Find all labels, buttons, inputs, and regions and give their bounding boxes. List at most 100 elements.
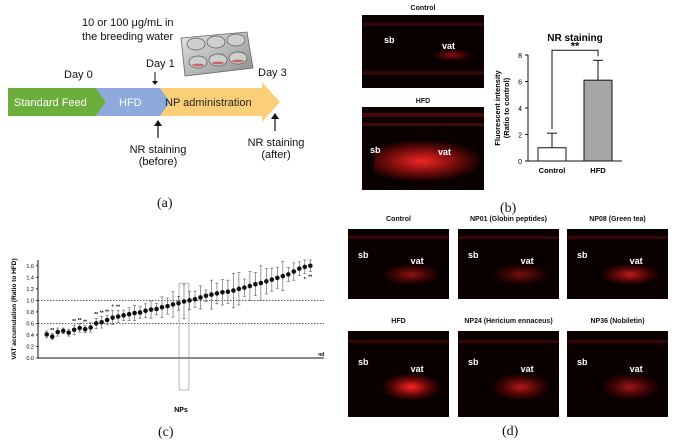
data-point [247,283,253,289]
label-vat: vat [520,363,534,374]
data-point [55,329,61,335]
data-point [253,281,258,287]
data-point [302,264,308,270]
image-control-title: Control [410,5,436,12]
data-point [137,310,143,315]
y-tick-label: 4 [518,106,522,113]
label-sb: sb [384,35,395,45]
panel-b-letter: (b) [500,201,517,216]
y-tick-label: 1.2 [26,287,34,293]
day1-label: Day 1 [146,58,175,70]
label-sb: sb [577,250,588,260]
nr-before-label: NR staining(before) [129,144,187,168]
nd-label: nd [318,352,324,358]
label-vat: vat [410,363,424,374]
significance-marker: * [304,277,306,283]
dose-note: 10 or 100 μg/mL in the breeding water [82,17,174,43]
data-point [220,289,225,295]
label-vat: vat [438,147,452,157]
data-point [307,263,313,269]
data-point [126,311,132,317]
data-point [71,327,77,333]
day0-label: Day 0 [64,69,93,81]
significance-marker: ** [50,328,54,334]
bar-hfd [583,79,613,162]
data-point [269,277,275,282]
significance-marker: ** [78,318,82,324]
image-np08: NP08 (Green tea) sb vat [567,216,668,299]
data-point [264,279,269,284]
data-point [275,275,280,281]
significance-marker: * [112,305,114,311]
label-sb: sb [370,145,381,155]
bar-control [537,147,567,162]
label-vat: vat [629,363,643,374]
data-point [104,317,110,323]
y-tick-label: 0 [518,159,522,166]
data-point [236,286,242,292]
label-vat: vat [520,255,534,266]
y-tick-label: 0.0 [26,356,34,362]
y-axis-label: Fluorescent intensity(Ratio to control) [493,69,511,145]
image-title: HFD [391,318,406,325]
label-sb: sb [577,356,588,367]
x-tick-label: HFD [590,166,606,175]
x-tick-label: Control [539,166,566,175]
y-tick-label: 0.8 [26,310,34,316]
x-axis-label: NPs [174,407,188,414]
y-tick-label: 1.0 [26,298,34,304]
nr-after-label: NR staining(after) [247,137,305,161]
data-point [66,330,72,335]
y-tick-label: 8 [518,53,522,60]
significance-marker: ** [308,275,312,281]
y-tick-label: 1.4 [26,275,34,281]
image-control: sb vat [362,15,484,88]
segment-np-administration: NP administration [165,97,252,109]
data-point [296,266,302,271]
panel-c-letter: (c) [158,425,174,440]
label-vat: vat [442,41,456,51]
data-point [286,272,291,277]
image-title: NP08 (Green tea) [589,216,646,223]
y-tick-label: 1.6 [26,264,34,270]
data-point [203,293,209,299]
significance-marker: ** [116,305,120,311]
data-point [192,296,198,302]
data-point [115,314,121,319]
significance-label: ** [571,40,580,52]
y-tick-label: 0.4 [26,333,34,339]
data-point [198,295,203,300]
nr-before-arrow-up [153,120,163,143]
data-point [148,307,154,312]
data-point [93,321,99,326]
label-vat: vat [410,255,424,266]
data-point [60,328,66,334]
image-hfd: HFD sb vat [348,318,449,417]
day3-label: Day 3 [258,67,287,79]
highlight-box [178,282,190,391]
data-point [132,310,137,316]
label-sb: sb [468,250,479,260]
data-point [231,288,236,293]
data-point [187,298,192,303]
label-sb: sb [358,356,369,367]
data-point [258,280,264,286]
image-control: Control sb vat [348,216,449,299]
data-point [121,313,126,318]
significance-marker: ** [105,309,109,315]
significance-marker: ** [100,310,104,316]
data-point [143,308,148,314]
segment-standard-feed: Standard Feed [14,97,87,109]
data-point [176,300,181,306]
chart-title: NR staining [547,33,603,44]
label-vat: vat [629,255,643,266]
data-point [225,289,231,295]
data-point [44,332,50,337]
well-plate-icon [177,28,255,80]
label-sb: sb [358,250,369,260]
image-title: Control [386,216,411,223]
